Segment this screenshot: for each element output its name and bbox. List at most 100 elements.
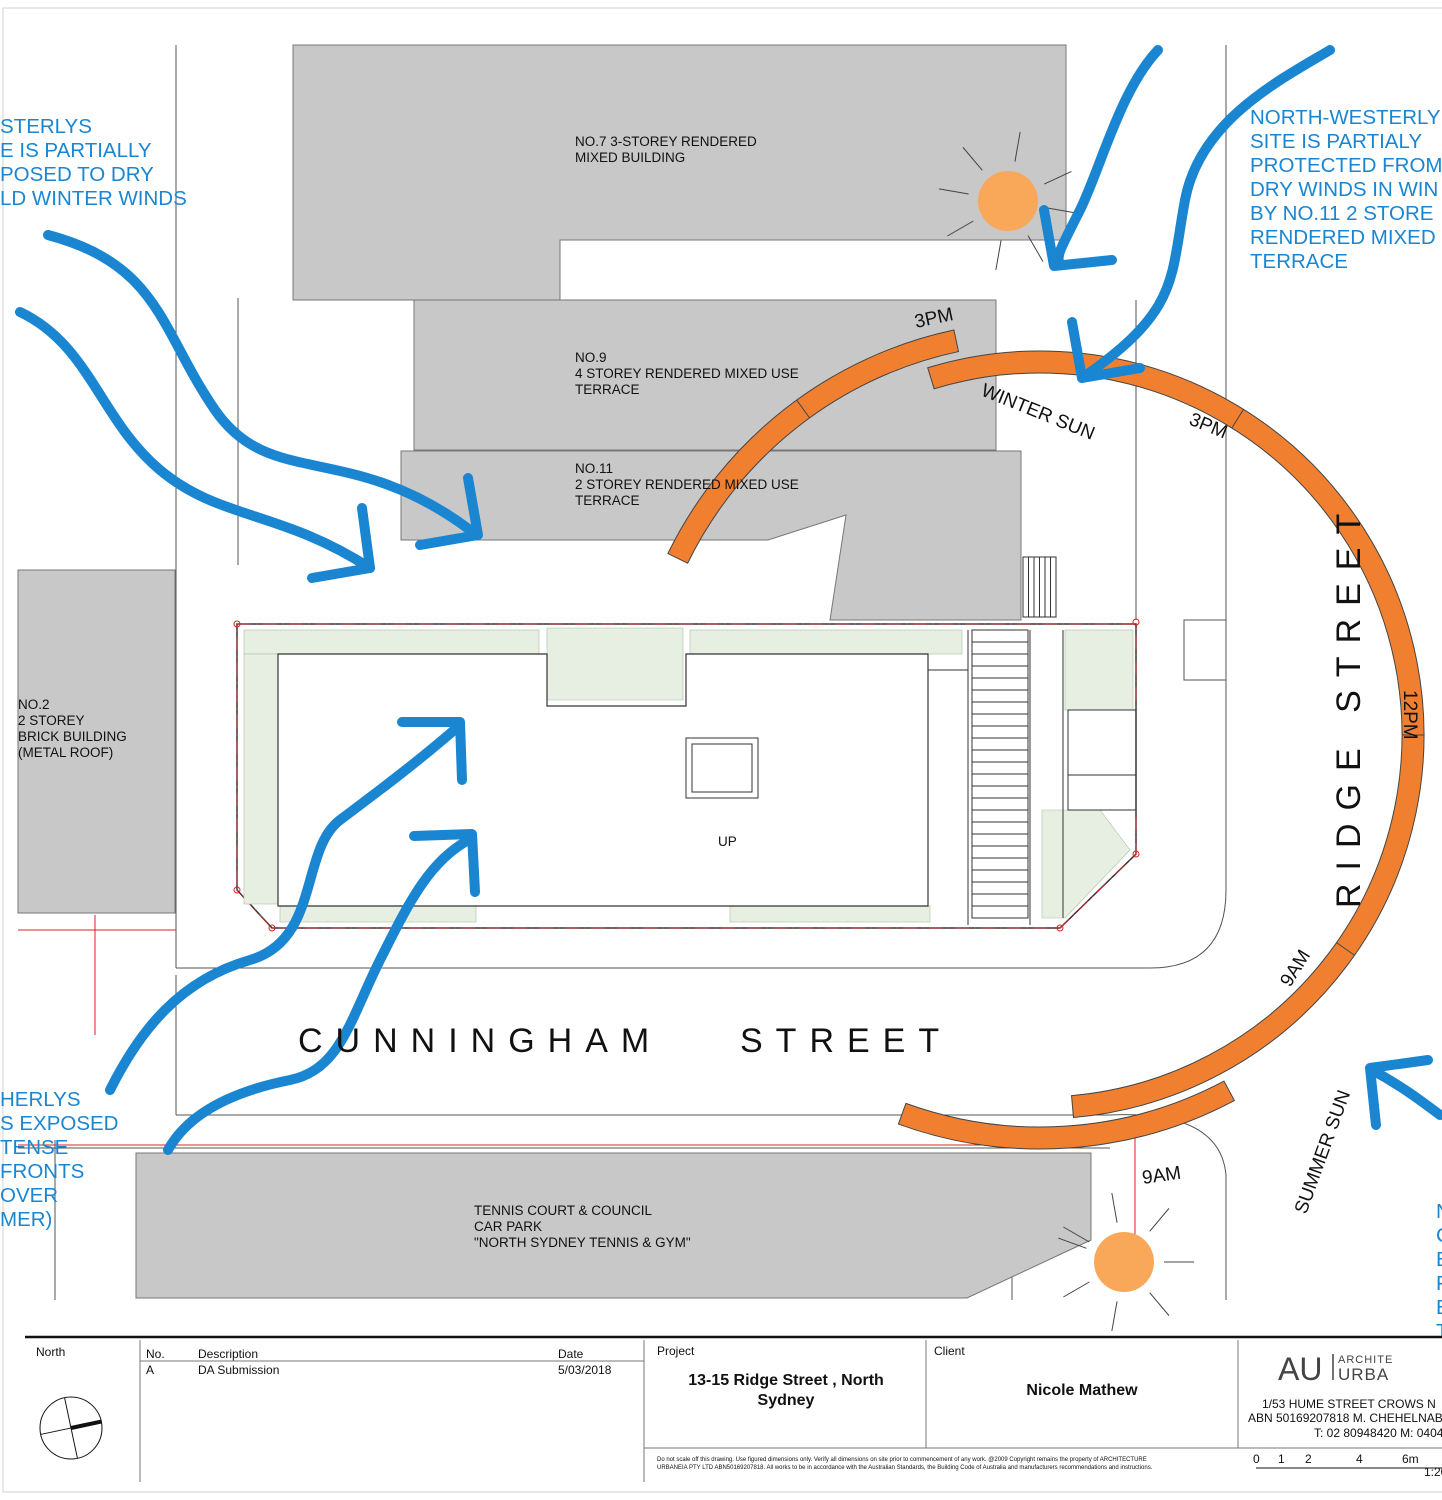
sun-bottom xyxy=(1058,1192,1194,1332)
street-cunningham: CUNNINGHAM xyxy=(298,1022,662,1060)
disclaimer: Do not scale off this drawing. Use figur… xyxy=(657,1457,1153,1471)
project-label: Project xyxy=(657,1344,695,1358)
wind-arrow-nw-1 xyxy=(105,720,465,1095)
rev-header-date: Date xyxy=(558,1347,584,1361)
stairs-small xyxy=(1022,556,1057,618)
noon-label: 12PM xyxy=(1399,690,1420,740)
sun-ray xyxy=(1058,1237,1087,1249)
table-row: A DA Submission 5/03/2018 xyxy=(146,1363,612,1377)
arc-divider xyxy=(796,399,810,419)
sun-top xyxy=(938,131,1078,271)
sun-icon xyxy=(978,171,1038,231)
sun-ray xyxy=(947,220,974,237)
summer-sun-label: SUMMER SUN xyxy=(1291,1088,1355,1217)
firm-address: 1/53 HUME STREET CROWS N xyxy=(1262,1397,1436,1411)
sun-ray xyxy=(1027,235,1044,262)
firm-logo: AU ARCHITE URBA xyxy=(1278,1351,1393,1387)
scale-tick-label: 6m xyxy=(1402,1452,1419,1466)
sun-ray xyxy=(1111,1192,1118,1223)
firm-abn: ABN 50169207818 M. CHEHELNABI RE xyxy=(1248,1411,1442,1425)
sun-ray xyxy=(1149,1292,1170,1316)
label-up: UP xyxy=(718,834,737,849)
north-label: North xyxy=(36,1345,65,1359)
building-no9 xyxy=(413,299,997,451)
scale-ratio: 1:20 xyxy=(1424,1465,1442,1479)
wind-arrow-sw-2 xyxy=(15,307,375,573)
sun-ray xyxy=(962,147,983,171)
title-block: North No. Description Date A DA Submissi… xyxy=(25,1335,1442,1482)
winter-sun-path xyxy=(667,329,960,564)
scale-tick-label: 2 xyxy=(1305,1452,1312,1466)
scale-tick-label: 0 xyxy=(1253,1452,1260,1466)
arrow-head-icon xyxy=(1067,317,1145,383)
scale-tick-label: 4 xyxy=(1356,1452,1363,1466)
logo-mark: AU xyxy=(1278,1351,1322,1387)
neighbour-buildings xyxy=(17,44,1092,1299)
firm-name-top: ARCHITE xyxy=(1338,1354,1393,1366)
arc-divider xyxy=(1231,409,1244,429)
north-arrow-icon xyxy=(39,1396,103,1460)
sun-ray xyxy=(938,188,969,195)
arrow-head-icon xyxy=(397,717,467,785)
firm-phone: T: 02 80948420 M: 0404 xyxy=(1314,1426,1442,1440)
client-label: Client xyxy=(934,1344,965,1358)
wind-arrow-nw-2 xyxy=(163,833,477,1155)
subject-site xyxy=(233,618,1140,932)
sun-ray xyxy=(1111,1301,1118,1332)
rev-no: A xyxy=(146,1363,154,1377)
sun-ray xyxy=(995,240,1002,271)
sun-ray xyxy=(1063,1226,1090,1243)
arrow-head-icon xyxy=(1039,205,1117,271)
sun-icon xyxy=(1094,1232,1154,1292)
arc-divider xyxy=(1336,942,1355,956)
wind-arrow-ne-2 xyxy=(1077,45,1335,383)
wind-arrow-sw-1 xyxy=(43,230,475,535)
building-no7 xyxy=(292,44,1067,301)
rev-header-no: No. xyxy=(146,1347,165,1361)
tennis-court xyxy=(135,1152,1092,1299)
arrow-head-icon xyxy=(307,503,375,583)
client-name: Nicole Mathew xyxy=(1026,1382,1138,1399)
street-ridge: RIDGE STREET xyxy=(1330,501,1368,908)
sheet-border xyxy=(2,7,1442,1493)
sun-ray xyxy=(1047,207,1078,214)
firm-name-bottom: URBA xyxy=(1338,1365,1389,1384)
building-no2 xyxy=(17,569,176,914)
arrow-head-icon xyxy=(409,829,480,897)
rev-header-description: Description xyxy=(198,1347,258,1361)
survey-points xyxy=(233,618,1140,932)
sun-path-arcs xyxy=(667,329,1425,1150)
winter-sun-path-lower xyxy=(897,1080,1236,1150)
arrow-head-icon xyxy=(1365,1055,1433,1130)
note-bottom-right: NCEFET xyxy=(1436,1200,1442,1343)
sun-ray xyxy=(1014,131,1021,162)
scale-tick-label: 1 xyxy=(1278,1452,1285,1466)
landscaping xyxy=(243,627,1134,923)
winter-9am-label: 9AM xyxy=(1141,1163,1183,1189)
rev-description: DA Submission xyxy=(198,1363,279,1377)
street-cunningham-2: STREET xyxy=(740,1022,952,1060)
wind-arrow-se xyxy=(1367,1065,1442,1120)
sun-ray xyxy=(1149,1208,1170,1232)
scale-bar: 0 1 2 4 6m 1:20 xyxy=(1253,1452,1442,1479)
rev-date: 5/03/2018 xyxy=(558,1363,612,1377)
wind-arrow-ne-1 xyxy=(1053,45,1163,270)
summer-sun-path xyxy=(927,350,1425,1119)
sun-ray xyxy=(1063,1281,1090,1298)
wind-arrows xyxy=(15,45,1442,1155)
stairs xyxy=(971,629,1029,919)
sun-ray xyxy=(1044,170,1072,185)
